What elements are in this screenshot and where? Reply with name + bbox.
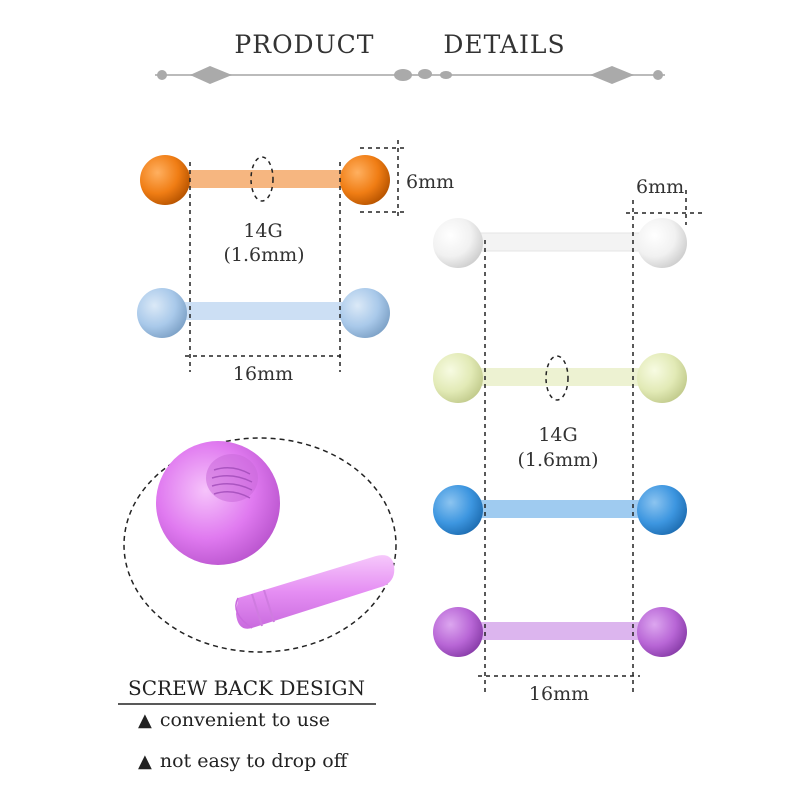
triangle-bullet-icon: ▲ [138, 710, 152, 731]
barbell-glow-yellow [433, 353, 687, 403]
feature-item: ▲ not easy to drop off [138, 750, 347, 772]
right-gauge-mm-label: (1.6mm) [517, 449, 599, 471]
barbell-clear [433, 218, 687, 268]
left-dimension-lines [185, 140, 408, 372]
triangle-bullet-icon: ▲ [138, 751, 152, 772]
barbell-light-blue [137, 288, 390, 338]
right-gauge-label: 14G [538, 424, 578, 446]
page-title: PRODUCT DETAILS [234, 30, 566, 59]
right-dimension-lines [478, 190, 706, 695]
screw-back-detail [123, 437, 397, 653]
screw-back-title: SCREW BACK DESIGN [128, 676, 366, 700]
feature-text: convenient to use [159, 709, 330, 731]
left-gauge-label: 14G [243, 220, 283, 242]
barbell-orange [140, 155, 390, 205]
right-length-label: 16mm [528, 683, 590, 705]
right-ball-size-label: 6mm [636, 176, 685, 198]
left-ball-size-label: 6mm [406, 171, 455, 193]
barbell-blue [433, 485, 687, 535]
feature-text: not easy to drop off [159, 750, 348, 772]
feature-item: ▲ convenient to use [138, 709, 330, 731]
title-divider-ornament [155, 66, 665, 84]
left-gauge-mm-label: (1.6mm) [223, 244, 305, 266]
left-length-label: 16mm [232, 363, 294, 385]
barbell-purple [433, 607, 687, 657]
